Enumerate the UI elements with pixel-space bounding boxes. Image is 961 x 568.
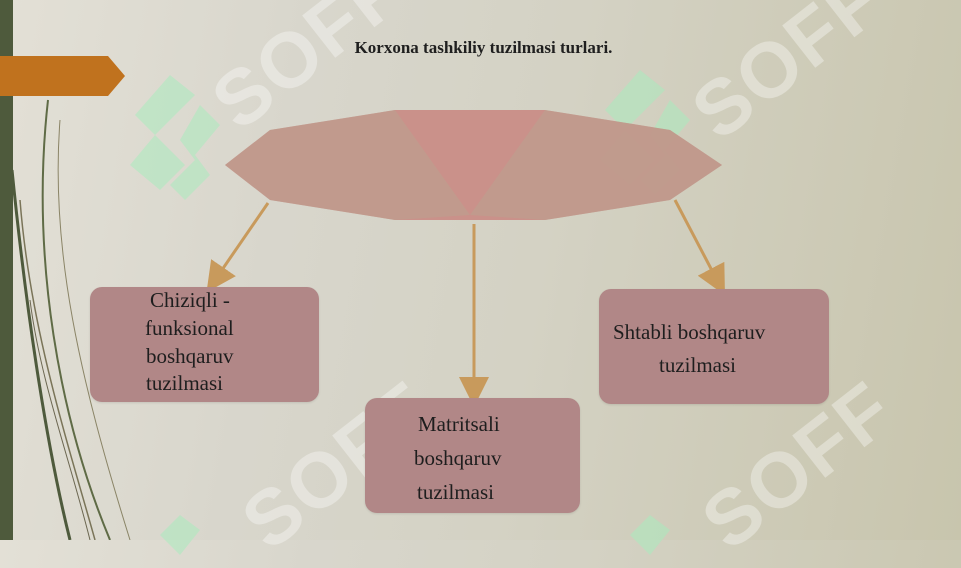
slide-title: Korxona tashkiliy tuzilmasi turlari. [0,38,961,58]
node-label-line: Matritsali [418,412,500,436]
arrow-right [673,199,725,296]
node-label-line: Shtabli boshqaruv [613,320,766,344]
umbrella-shape [225,110,722,220]
accent-tab [0,56,125,96]
node-staff: Shtabli boshqaruv tuzilmasi [599,289,829,404]
node-label-line: tuzilmasi [417,480,494,504]
node-label-line: Chiziqli - [150,288,230,312]
slide-title-text: Korxona tashkiliy tuzilmasi turlari. [354,38,613,57]
arrow-left [206,202,270,293]
node-label-line: tuzilmasi [146,371,223,395]
node-label-line: funksional [145,316,234,340]
node-label-line: boshqaruv [146,344,234,368]
node-linear-functional: Chiziqli - funksional boshqaruv tuzilmas… [90,287,319,402]
node-label-line: tuzilmasi [659,353,736,377]
decorative-swoosh [10,99,131,540]
diagram-connectors [206,110,725,407]
node-matrix: Matritsali boshqaruv tuzilmasi [365,398,580,513]
node-label-line: boshqaruv [414,446,502,470]
soff-logo-icon [130,75,220,200]
left-accent-bar [0,0,13,540]
